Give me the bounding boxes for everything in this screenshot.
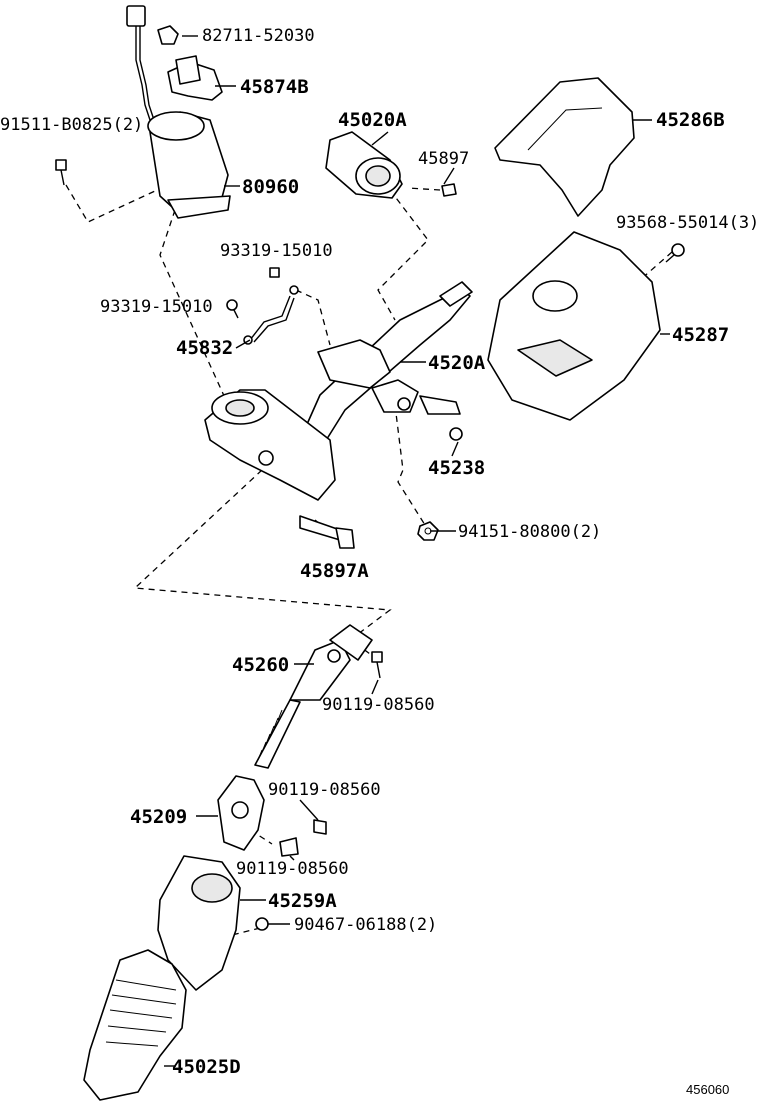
bolt-93319-a-drawing — [269, 267, 280, 278]
boot-45025d-drawing — [83, 949, 187, 1101]
screw-45897-drawing — [441, 183, 457, 197]
diagram-reference-code: 456060 — [686, 1082, 729, 1097]
label-45025d: 45025D — [172, 1056, 241, 1078]
label-45260: 45260 — [232, 654, 289, 676]
part-labels: 82711-52030 45874B 91511-B0825(2) 80960 … — [0, 26, 759, 1078]
cover-45287-drawing — [487, 231, 661, 421]
bolt-90119-a-drawing — [371, 651, 383, 679]
bolt-45897a-drawing — [299, 515, 355, 549]
shaft-45260-drawing — [254, 624, 373, 769]
yoke-45209-drawing — [217, 775, 265, 851]
label-93319-15010-top: 93319-15010 — [220, 241, 333, 261]
label-80960: 80960 — [242, 176, 299, 198]
label-94151-80800: 94151-80800(2) — [458, 522, 601, 542]
label-45286b: 45286B — [656, 109, 725, 131]
label-4520a: 4520A — [428, 352, 486, 374]
label-90119-08560-b: 90119-08560 — [268, 780, 381, 800]
label-45897: 45897 — [418, 149, 469, 169]
harness-45832-drawing — [243, 285, 299, 345]
label-45832: 45832 — [176, 337, 233, 359]
label-93319-15010-left: 93319-15010 — [100, 297, 213, 317]
label-90119-08560-a: 90119-08560 — [322, 695, 435, 715]
motor-80960-drawing — [147, 111, 231, 219]
label-45209: 45209 — [130, 806, 187, 828]
label-45020a: 45020A — [338, 109, 407, 131]
bolt-90467-drawing — [255, 917, 269, 931]
label-90467-06188: 90467-06188(2) — [294, 915, 437, 935]
label-90119-08560-c: 90119-08560 — [236, 859, 349, 879]
lock-45020a-drawing — [325, 131, 403, 199]
bolt-90119-b-drawing — [313, 819, 327, 835]
bolt-93319-b-drawing — [226, 299, 239, 319]
label-45238: 45238 — [428, 457, 485, 479]
bolt-90119-c-drawing — [279, 837, 299, 857]
label-45287: 45287 — [672, 324, 729, 346]
label-91511-b0825: 91511-B0825(2) — [0, 115, 143, 135]
label-45897a: 45897A — [300, 560, 369, 582]
harness-connector-drawing — [126, 5, 179, 121]
label-45259a: 45259A — [268, 890, 337, 912]
bracket-45874b-drawing — [167, 55, 223, 101]
bolt-45238-drawing — [449, 427, 463, 441]
screw-93568-drawing — [665, 243, 685, 263]
label-93568-55014: 93568-55014(3) — [616, 213, 759, 233]
leader-lines — [164, 35, 670, 1067]
cover-45259a-drawing — [157, 855, 241, 991]
bolt-91511-drawing — [55, 159, 67, 186]
column-4520a-drawing — [204, 281, 473, 501]
cover-45286b-drawing — [494, 77, 635, 217]
label-82711-52030: 82711-52030 — [202, 26, 315, 46]
label-45874b: 45874B — [240, 76, 309, 98]
